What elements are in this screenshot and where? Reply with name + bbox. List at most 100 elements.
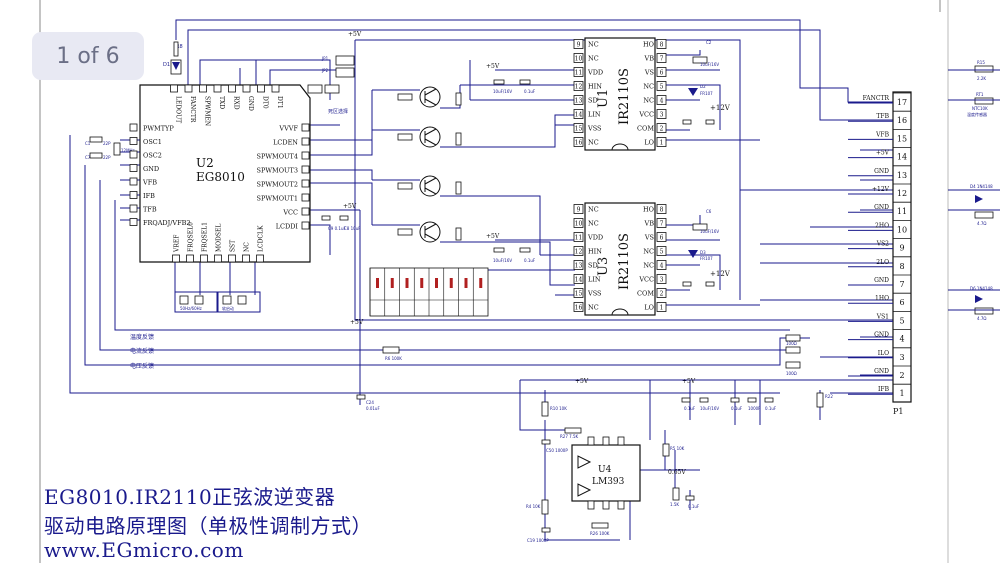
svg-text:0.1uF: 0.1uF — [684, 406, 696, 411]
led-d1: D1 R8 — [163, 41, 183, 75]
svg-text:10uF/16V: 10uF/16V — [700, 406, 719, 411]
u1-right-pin-box — [656, 109, 667, 119]
u1-right-pin-num: 4 — [660, 98, 664, 105]
transistor-emitter — [424, 233, 437, 241]
u2-left-pin-box — [129, 123, 138, 132]
u1-right-pin-box — [656, 95, 667, 105]
u3-right-pin-label: COM — [637, 290, 654, 298]
svg-text:22P: 22P — [103, 155, 111, 160]
u3-right-pin-box — [656, 232, 667, 242]
u2-right-pin-box — [301, 221, 310, 230]
u2-bottom-pin-label: VREF — [174, 235, 181, 253]
p1-pin-label: GND — [874, 277, 889, 284]
u3-right-pin-num: 5 — [660, 249, 664, 256]
p1-pin-number: 8 — [899, 262, 904, 271]
u3-right-pin-num: 8 — [660, 207, 664, 214]
svg-text:0.1uF: 0.1uF — [688, 504, 700, 509]
u3-left-pin-box — [573, 246, 584, 256]
u3-right-pin-box — [656, 260, 667, 270]
svg-text:22P: 22P — [103, 141, 111, 146]
u1-right-pin-label: NC — [643, 83, 654, 91]
svg-text:R15: R15 — [977, 60, 985, 65]
u1-left-pin-num: 13 — [575, 98, 583, 105]
u1-right-pin-num: 3 — [660, 112, 664, 119]
svg-text:FR107: FR107 — [700, 256, 713, 261]
u2-bottom-pin-label: MODSEL — [216, 224, 223, 252]
p1-pin-number: 15 — [897, 134, 907, 143]
u1-left-pin-label: HIN — [588, 83, 602, 91]
u3-left-pin-num: 12 — [575, 249, 583, 256]
u2-top-pin-label: SPWMEN — [204, 96, 211, 126]
svg-text:C6: C6 — [706, 209, 712, 214]
u3-left-pin-label: HIN — [588, 248, 602, 256]
u2-left-pin-box — [129, 137, 138, 145]
u3-left-pin-num: 11 — [575, 235, 583, 242]
u2-right-pin-label: SPWMOUT2 — [257, 181, 298, 189]
svg-text:D4 1N4148: D4 1N4148 — [970, 184, 993, 189]
u1-right-pin-label: VCC — [638, 111, 654, 119]
u2-left-pin-label: PWMTYP — [143, 125, 174, 133]
u3-right-pin-num: 3 — [660, 277, 664, 284]
svg-text:JP2: JP2 — [321, 68, 329, 73]
svg-text:C19 1000P: C19 1000P — [527, 538, 549, 543]
u2-bottom-pin-box — [214, 254, 222, 263]
svg-text:4.7Ω: 4.7Ω — [977, 221, 986, 226]
u1-right-pin-num: 1 — [660, 140, 664, 147]
transistor-collector — [424, 128, 437, 136]
u3-right-pin-num: 1 — [660, 305, 664, 312]
svg-text:2.2K: 2.2K — [977, 76, 986, 81]
u2-right-pin-box — [301, 207, 310, 216]
temp-fb-label: 温度反馈 — [130, 333, 154, 341]
u1-left-pin-label: NC — [588, 55, 599, 63]
u3-left-pin-num: 13 — [575, 263, 583, 270]
p1-pin-number: 12 — [897, 189, 907, 198]
u1-left-pin-num: 15 — [575, 126, 583, 133]
svg-text:D2: D2 — [700, 84, 706, 89]
u3-v12-label: +12V — [710, 270, 731, 278]
svg-text:R4 10K: R4 10K — [526, 504, 541, 509]
u2-bottom-pin-label: SST — [230, 240, 237, 252]
u2-left-pin-box — [129, 150, 138, 159]
u2-right-pin-box — [301, 151, 310, 160]
u1-left-pin-label: VDD — [587, 69, 603, 77]
svg-text:10uF/16V: 10uF/16V — [700, 229, 719, 234]
u1-right-pin-box — [656, 123, 667, 133]
svg-text:C2: C2 — [706, 40, 712, 45]
u1-left-pin-box — [573, 123, 584, 133]
u2-left-pin-box — [129, 204, 138, 213]
u3-left-pin-box — [573, 302, 584, 312]
u2-bottom-pin-label: FRQSEL0 — [188, 222, 195, 252]
u2-right-pin-label: SPWMOUT3 — [257, 167, 298, 175]
p1-pin-number: 5 — [899, 316, 904, 325]
u4-part: LM393 — [592, 477, 625, 487]
u2-top-pin-box — [271, 84, 280, 93]
u2-top-pin-label: RXD — [233, 96, 240, 110]
svg-text:12MHz: 12MHz — [121, 148, 135, 153]
transistor-collector — [424, 88, 437, 96]
u1-right-pin-box — [656, 137, 667, 147]
u3-left-pin-box — [573, 218, 584, 228]
transistor-body — [419, 126, 441, 148]
u1-right-pin-label: HO — [643, 41, 654, 49]
transistor-body — [419, 86, 441, 108]
u3-left-pin-box — [573, 232, 584, 242]
u3-v5-label: +5V — [486, 233, 500, 240]
jumper-block: JP1 JP2 死区选择 — [307, 55, 355, 115]
u3-right-pin-label: NC — [643, 248, 654, 256]
caption-url[interactable]: www.EGmicro.com — [44, 538, 244, 562]
u2-top-pin-box — [228, 84, 236, 93]
u2-right-pin-label: VCC — [282, 209, 298, 217]
lcd-cell-mark — [420, 278, 424, 288]
page-indicator[interactable]: 1 of 6 — [32, 32, 144, 80]
transistor-collector — [424, 177, 437, 185]
p1-pin-label: GND — [874, 332, 889, 339]
svg-text:R6 100K: R6 100K — [385, 356, 402, 361]
u1-right-pin-label: NC — [643, 97, 654, 105]
u4-designator: U4 — [598, 465, 612, 475]
u2-right-pin-box — [301, 165, 310, 174]
svg-text:D3: D3 — [700, 250, 706, 255]
lcd-cell-mark — [479, 278, 483, 288]
